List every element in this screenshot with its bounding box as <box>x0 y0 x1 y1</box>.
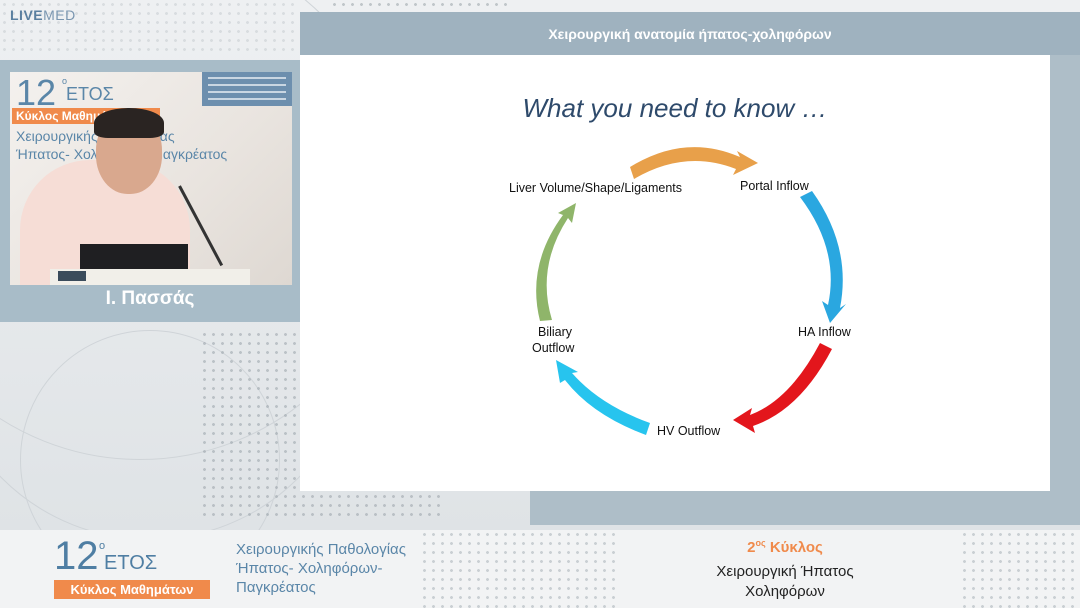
label-liver-volume: Liver Volume/Shape/Ligaments <box>509 181 682 195</box>
speaker-name: Ι. Πασσάς <box>105 288 195 309</box>
video-year-number: 12 <box>16 72 57 113</box>
footer-course-badge: Κύκλος Μαθημάτων <box>54 580 210 599</box>
slide-heading: What you need to know … <box>522 93 828 123</box>
speaker-video: 12 ο ΕΤΟΣ Κύκλος Μαθημάτων Χειρουργικής … <box>10 72 292 285</box>
logo-live-text: LIVE <box>10 7 44 23</box>
podium <box>50 269 250 285</box>
label-portal-inflow: Portal Inflow <box>740 179 810 193</box>
label-ha-inflow: HA Inflow <box>798 325 852 339</box>
footer-cycle: 2ος Κύκλος <box>640 538 930 556</box>
footer-cycle-number: 2 <box>747 539 756 556</box>
footer-year-sup: ο <box>99 540 106 552</box>
podium-logo-icon <box>58 271 86 281</box>
footer-cycle-sup: ος <box>755 538 766 548</box>
laptop <box>80 244 188 270</box>
lecture-title: Χειρουργική ανατομία ήπατος-χοληφόρων <box>548 25 832 42</box>
label-outflow: Outflow <box>532 341 575 355</box>
cycle-arrow-hv <box>733 343 832 433</box>
logo-med-text: MED <box>43 7 76 23</box>
video-info-banner <box>202 72 292 106</box>
footer-year-word: ΕΤΟΣ <box>104 552 158 574</box>
speaker-hair <box>94 108 164 138</box>
lecture-title-bar: Χειρουργική ανατομία ήπατος-χοληφόρων <box>300 12 1080 55</box>
footer-topic-line1: Χειρουργική Ήπατος <box>716 563 854 580</box>
video-year-word: ΕΤΟΣ <box>66 84 114 104</box>
footer-bar: 12 ο ΕΤΟΣ Κύκλος Μαθημάτων Χειρουργικής … <box>0 530 1080 608</box>
label-hv-outflow: HV Outflow <box>657 424 721 438</box>
cycle-arrow-biliary <box>556 360 650 435</box>
footer-topic-line2: Χοληφόρων <box>745 583 825 600</box>
footer-topic: Χειρουργική Ήπατος Χοληφόρων <box>640 562 930 602</box>
footer-subject-line3: Παγκρέατος <box>236 579 316 596</box>
cycle-arrow-ha <box>800 191 846 323</box>
livemed-logo: LIVEMED <box>10 7 76 23</box>
footer-subject-line1: Χειρουργικής Παθολογίας <box>236 541 406 558</box>
footer-subject-line2: Ήπατος- Χοληφόρων- <box>236 560 383 577</box>
cycle-arrow-portal <box>630 147 758 179</box>
footer-subject: Χειρουργικής Παθολογίας Ήπατος- Χοληφόρω… <box>236 540 406 597</box>
cycle-diagram: Portal Inflow HA Inflow HV Outflow Bilia… <box>509 147 852 438</box>
video-year-sup: ο <box>62 76 68 86</box>
footer-year-number: 12 <box>54 534 99 578</box>
label-biliary: Biliary <box>538 325 573 339</box>
footer-cycle-word: Κύκλος <box>769 539 823 556</box>
presentation-slide: What you need to know … Portal Inflow HA… <box>300 55 1050 491</box>
cycle-arrow-liver <box>536 203 576 321</box>
